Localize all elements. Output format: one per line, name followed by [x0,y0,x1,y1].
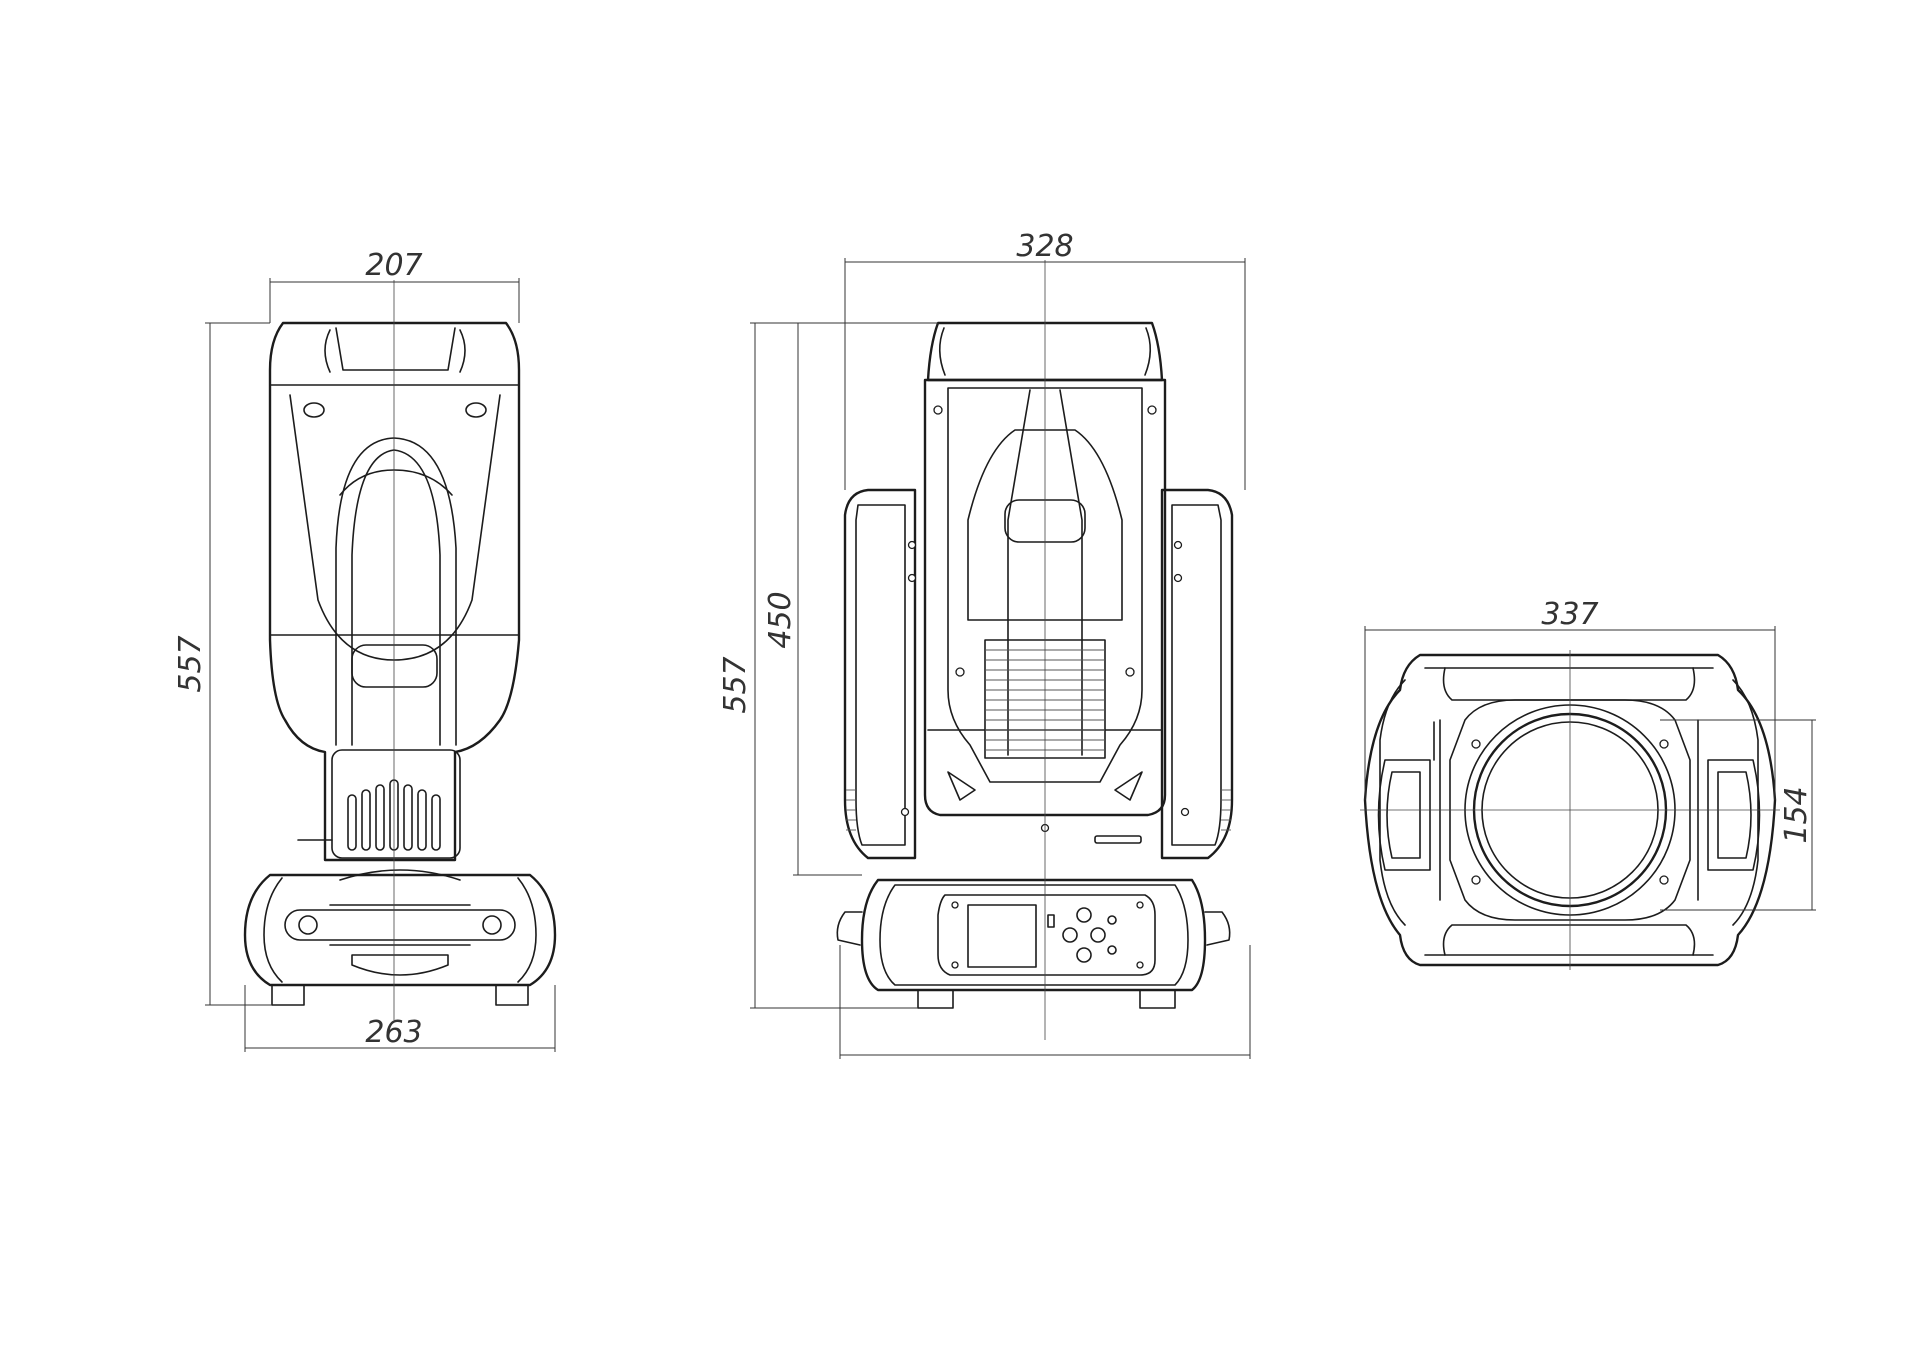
dim-side-top-width: 207 [365,248,422,283]
dim-front-head-height: 450 [763,591,798,648]
dim-side-base-width: 263 [365,1015,422,1050]
side-view: 207 263 557 [173,248,557,1052]
bottom-screws [1471,739,1669,885]
arm-grille-right [1221,789,1231,831]
dim-bottom-width: 337 [1541,597,1598,632]
front-view: 328 450 557 [718,229,1251,1059]
dim-front-height: 557 [718,656,753,713]
dim-bottom-lens-height: 154 [1779,786,1814,843]
arm-grille-left [846,789,856,831]
bottom-view: 337 154 [1360,597,1816,970]
front-screws [900,405,1190,833]
dim-side-height: 557 [173,635,208,692]
control-buttons [1062,907,1117,963]
dim-front-width: 328 [1016,229,1073,264]
